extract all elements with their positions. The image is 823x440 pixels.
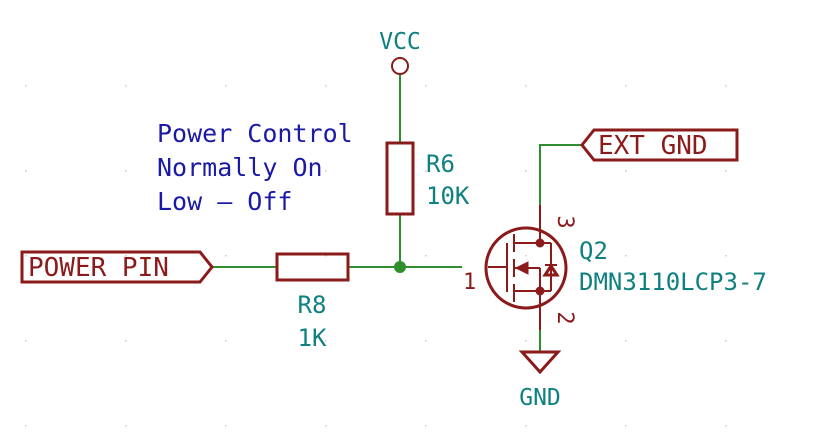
q2-diode-icon <box>542 263 560 277</box>
grid-dot <box>225 425 227 427</box>
grid-dot <box>725 255 727 257</box>
grid-dot <box>225 170 227 172</box>
ground-icon <box>518 350 562 375</box>
grid-dot <box>525 425 527 427</box>
grid-dot <box>325 170 327 172</box>
mosfet-q2[interactable]: 1 3 2 Q2 DMN3110LCP3-7 <box>463 205 767 330</box>
grid-dot <box>225 255 227 257</box>
ext-gnd-outline <box>580 128 739 162</box>
grid-dot <box>525 85 527 87</box>
grid-dot <box>325 85 327 87</box>
grid-dot <box>525 170 527 172</box>
grid-dot <box>25 170 27 172</box>
grid-dot <box>625 170 627 172</box>
q2-arrow-icon <box>514 261 529 275</box>
resistor-r6[interactable]: R6 10K <box>385 141 470 216</box>
comment-line-1: Power Control <box>157 119 353 148</box>
q2-value: DMN3110LCP3-7 <box>579 268 767 296</box>
grid-dot <box>425 255 427 257</box>
grid-dot <box>25 425 27 427</box>
q2-pin-drain: 3 <box>552 215 577 228</box>
grid-dot <box>625 85 627 87</box>
grid-dot <box>125 255 127 257</box>
ext-gnd-text: EXT_GND <box>598 131 708 161</box>
grid-dot <box>625 255 627 257</box>
grid-dot <box>125 85 127 87</box>
grid-dot <box>725 170 727 172</box>
grid-dot <box>425 340 427 342</box>
r8-reference: R8 <box>298 291 327 319</box>
grid-dot <box>425 85 427 87</box>
q2-pin-gate: 1 <box>463 270 476 295</box>
gnd-label: GND <box>519 385 561 411</box>
grid-dot <box>525 255 527 257</box>
vcc-label: VCC <box>379 29 421 55</box>
junction-dot <box>394 261 406 273</box>
r8-value: 1K <box>298 324 327 352</box>
r8-body <box>275 252 350 282</box>
comment-block: Power Control Normally On Low – Off <box>157 119 353 216</box>
grid-dot <box>425 170 427 172</box>
grid-dot <box>325 340 327 342</box>
grid-dot <box>125 425 127 427</box>
q2-pin-source: 2 <box>552 311 577 324</box>
grid-dot <box>725 340 727 342</box>
resistor-r8[interactable]: R8 1K <box>275 252 350 352</box>
grid-dot <box>25 85 27 87</box>
r6-reference: R6 <box>426 150 455 178</box>
grid-dot <box>225 85 227 87</box>
gnd-symbol: GND <box>518 350 562 411</box>
grid-dot <box>25 255 27 257</box>
grid-dot <box>425 425 427 427</box>
vcc-symbol: VCC <box>379 29 421 75</box>
q2-circle <box>484 226 568 310</box>
grid-dot <box>225 340 227 342</box>
grid-dot <box>625 340 627 342</box>
ext-gnd-label[interactable]: EXT_GND <box>580 128 739 162</box>
grid-dot <box>725 85 727 87</box>
q2-reference: Q2 <box>579 237 608 265</box>
grid-dots <box>25 85 727 427</box>
power-pin-outline <box>20 250 214 284</box>
grid-dot <box>325 425 327 427</box>
grid-dot <box>625 425 627 427</box>
vcc-terminal <box>391 57 409 75</box>
r6-value: 10K <box>426 182 470 210</box>
power-pin-text: POWER_PIN <box>28 253 169 283</box>
wire-drain-to-ext-gnd <box>539 144 582 205</box>
comment-line-2: Normally On <box>157 153 323 182</box>
comment-line-3: Low – Off <box>157 187 292 216</box>
grid-dot <box>25 340 27 342</box>
wires <box>212 75 582 352</box>
grid-dot <box>525 340 527 342</box>
power-pin-label[interactable]: POWER_PIN <box>20 250 214 284</box>
grid-dot <box>125 170 127 172</box>
grid-dot <box>325 255 327 257</box>
grid-dot <box>125 340 127 342</box>
grid-dot <box>725 425 727 427</box>
r6-body <box>385 141 415 216</box>
